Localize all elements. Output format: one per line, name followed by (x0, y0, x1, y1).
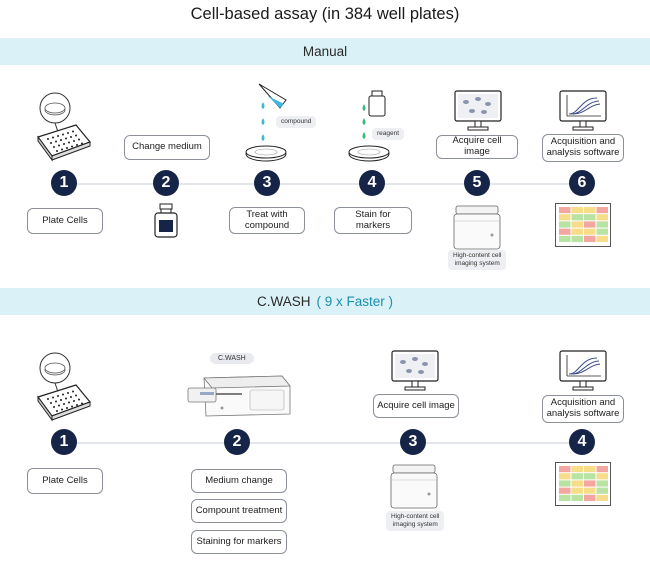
cwash-section-header: C.WASH ( 9 x Faster ) (0, 288, 650, 315)
heatmap-cell (596, 207, 608, 214)
heatmap-cell (596, 221, 608, 228)
heatmap-cell (584, 473, 596, 480)
cwash-step-1-label: Plate Cells (27, 468, 103, 494)
cwash-speed-label: ( 9 x Faster ) (316, 294, 393, 309)
heatmap-cell (584, 487, 596, 494)
heatmap-cell (559, 235, 571, 242)
manual-step-5-label: Acquire cell image (436, 135, 518, 159)
heatmap-cell (596, 228, 608, 235)
heatmap-cell (596, 473, 608, 480)
heatmap-cell (559, 487, 571, 494)
cwash-timeline (64, 442, 582, 444)
heatmap-icon (555, 203, 611, 247)
compound-pipette-icon (245, 83, 287, 162)
heatmap-cell (584, 235, 596, 242)
medium-vial-icon (154, 203, 178, 238)
cwash-device-tag: C.WASH (210, 353, 254, 364)
manual-step-3-number: 3 (254, 170, 280, 196)
manual-step-4-label: Stain for markers (334, 207, 412, 234)
cwash-monitor-cells-icon (391, 350, 439, 391)
heatmap-cell (559, 494, 571, 501)
cwash-step-1-number: 1 (51, 429, 77, 455)
heatmap-cell (596, 235, 608, 242)
manual-timeline (64, 183, 582, 185)
heatmap-cell (596, 494, 608, 501)
manual-step-1-number: 1 (51, 170, 77, 196)
manual-step-6-number: 6 (569, 170, 595, 196)
imaging-system-icon (453, 205, 501, 250)
reagent-tag: reagent (372, 128, 405, 140)
heatmap-cell (571, 221, 583, 228)
heatmap-cell (571, 228, 583, 235)
manual-step-2-number: 2 (153, 170, 179, 196)
cwash-device-icon (187, 375, 291, 417)
cwash-step-3-number: 3 (400, 429, 426, 455)
cwash-step-2-label-staining: Staining for markers (191, 530, 287, 554)
heatmap-cell (559, 221, 571, 228)
manual-step-1-label: Plate Cells (27, 208, 103, 234)
heatmap-cell (596, 487, 608, 494)
heatmap-cell (571, 235, 583, 242)
heatmap-cell (584, 466, 596, 473)
manual-step-5-number: 5 (464, 170, 490, 196)
manual-step-2-label: Change medium (124, 135, 210, 160)
heatmap-cell (584, 494, 596, 501)
cwash-step-4-label: Acquisition and analysis software (542, 395, 624, 423)
heatmap-cell (571, 494, 583, 501)
cwash-step-2-label-compound: Compount treatment (191, 499, 287, 523)
cwash-step-2-number: 2 (224, 429, 250, 455)
heatmap-cell (559, 480, 571, 487)
page-title: Cell-based assay (in 384 well plates) (190, 5, 460, 23)
well-plate-icon (37, 92, 92, 162)
heatmap-cell (584, 214, 596, 221)
cwash-imaging-system-icon (390, 464, 438, 509)
heatmap-cell (559, 466, 571, 473)
heatmap-cell (571, 473, 583, 480)
reagent-bottle-icon (348, 90, 390, 162)
cwash-step-3-label: Acquire cell image (373, 394, 459, 418)
heatmap-cell (571, 466, 583, 473)
cwash-section-label: C.WASH (256, 294, 311, 309)
heatmap-cell (584, 207, 596, 214)
heatmap-cell (571, 214, 583, 221)
heatmap-cell (584, 480, 596, 487)
manual-step-3-label: Treat with compound (229, 207, 305, 234)
manual-section-label: Manual (302, 44, 348, 59)
monitor-analysis-icon (559, 90, 607, 131)
cwash-step-4-number: 4 (569, 429, 595, 455)
manual-step-4-number: 4 (359, 170, 385, 196)
heatmap-cell (596, 480, 608, 487)
cwash-monitor-analysis-icon (559, 350, 607, 391)
heatmap-cell (571, 480, 583, 487)
heatmap-cell (559, 207, 571, 214)
heatmap-cell (559, 228, 571, 235)
heatmap-cell (596, 214, 608, 221)
cwash-heatmap-icon (555, 462, 611, 506)
monitor-cells-icon (454, 90, 502, 131)
heatmap-cell (584, 221, 596, 228)
manual-step-6-label: Acquisition and analysis software (542, 134, 624, 162)
heatmap-cell (559, 214, 571, 221)
cwash-well-plate-icon (37, 352, 92, 422)
heatmap-cell (571, 487, 583, 494)
cwash-step-2-label-medium: Medium change (191, 469, 287, 493)
manual-section-header: Manual (0, 38, 650, 65)
cwash-imaging-system-label: High-content cell imaging system (386, 511, 445, 531)
heatmap-cell (584, 228, 596, 235)
heatmap-cell (559, 473, 571, 480)
compound-tag: compound (276, 116, 317, 128)
heatmap-cell (571, 207, 583, 214)
heatmap-cell (596, 466, 608, 473)
manual-imaging-system-label: High-content cell imaging system (448, 250, 507, 270)
